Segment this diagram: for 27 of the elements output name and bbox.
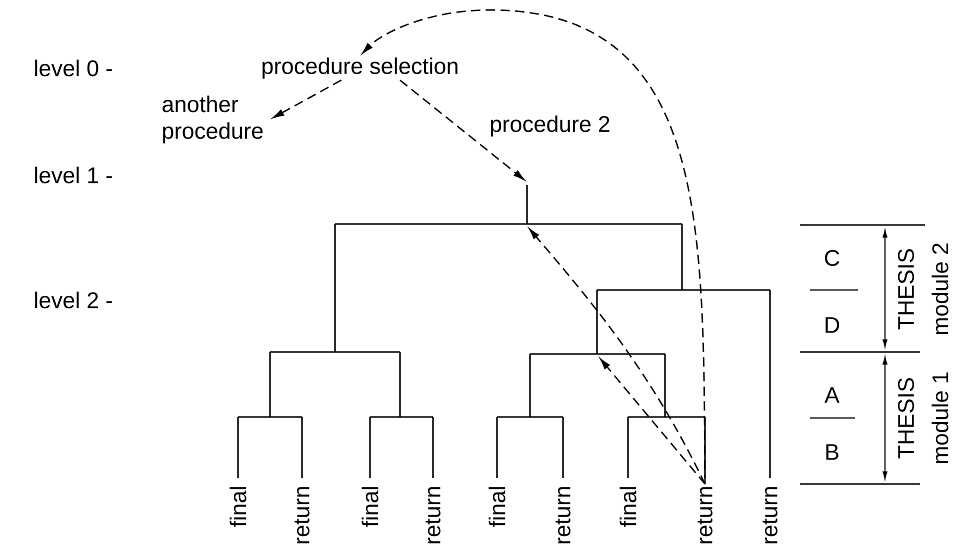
level-label: level 0 - xyxy=(35,60,112,76)
procedure-label: another procedure xyxy=(162,96,263,144)
leaf-label: return xyxy=(698,487,712,544)
dashed-arrow xyxy=(529,228,706,484)
module-label: module 1 xyxy=(932,372,948,464)
segment-letter: A xyxy=(824,387,840,403)
dashed-arrow xyxy=(600,358,706,484)
module-label: module 2 xyxy=(932,244,948,334)
segment-letter: D xyxy=(826,317,840,333)
module-label: THESIS xyxy=(898,249,914,330)
leaf-label: return xyxy=(426,487,440,544)
leaf-label: return xyxy=(294,487,310,544)
segment-letter: C xyxy=(824,250,840,266)
leaf-label: final xyxy=(230,487,246,527)
level-label: level 1 - xyxy=(35,166,112,184)
edge-label: procedure 2 xyxy=(488,114,612,138)
procedure-label: procedure selection xyxy=(262,57,458,79)
level-label: level 2 - xyxy=(35,292,112,308)
dashed-arrow xyxy=(362,9,706,484)
segment-letter: B xyxy=(826,444,838,460)
leaf-label: final xyxy=(620,487,636,527)
module-label: THESIS xyxy=(898,378,914,458)
leaf-label: return xyxy=(556,487,570,544)
leaf-label: final xyxy=(488,487,506,527)
leaf-label: final xyxy=(362,487,378,527)
dashed-arrow xyxy=(400,80,524,180)
leaf-label: return xyxy=(762,487,778,544)
